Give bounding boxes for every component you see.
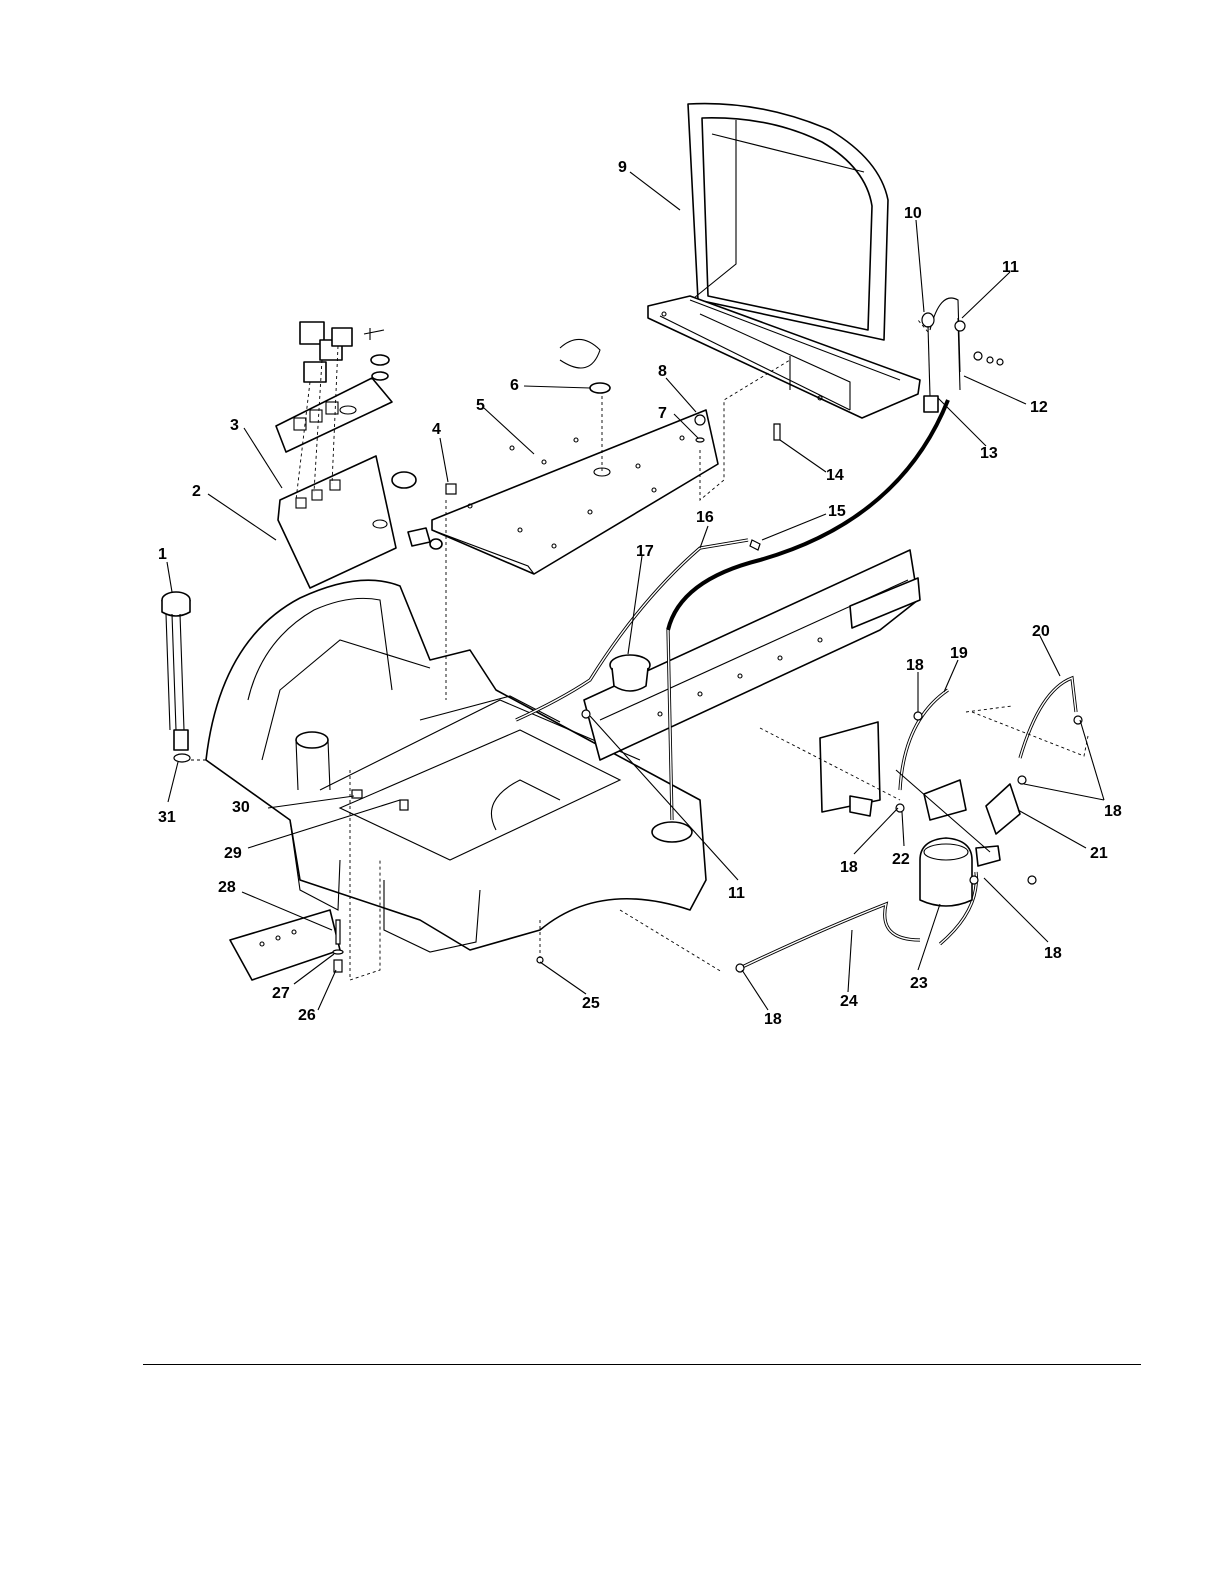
callout-6: 6 [510, 377, 519, 394]
callout-25: 25 [582, 995, 600, 1012]
seat-plate [432, 410, 718, 574]
control-panel [276, 322, 442, 588]
callout-1: 1 [158, 546, 167, 563]
seat-base-body [206, 580, 706, 980]
callout-28: 28 [218, 879, 236, 896]
callout-11-top: 11 [1002, 259, 1019, 276]
callout-18-c: 18 [840, 859, 858, 876]
callout-2: 2 [192, 483, 201, 500]
callout-18-b: 18 [1104, 803, 1122, 820]
callout-3: 3 [230, 417, 239, 434]
callout-30: 30 [232, 799, 250, 816]
callout-10: 10 [904, 205, 922, 222]
callout-11-bottom: 11 [728, 885, 745, 902]
callout-5: 5 [476, 397, 485, 414]
callout-13: 13 [980, 445, 998, 462]
page-footer-rule [143, 1364, 1141, 1365]
callout-20: 20 [1032, 623, 1050, 640]
callout-18-d: 18 [1044, 945, 1062, 962]
seat-frame [648, 104, 920, 418]
callout-31: 31 [158, 809, 176, 826]
callout-16: 16 [696, 509, 714, 526]
callout-4: 4 [432, 421, 441, 438]
fuel-filter-assembly [736, 706, 1088, 972]
callout-29: 29 [224, 845, 242, 862]
seat-switch [922, 313, 1003, 412]
callout-27: 27 [272, 985, 290, 1002]
fuel-cap [610, 655, 650, 691]
fuel-sender [162, 592, 190, 762]
callout-7: 7 [658, 405, 667, 422]
callout-19: 19 [950, 645, 968, 662]
callout-15: 15 [828, 503, 846, 520]
callout-24: 24 [840, 993, 858, 1010]
callout-22: 22 [892, 851, 910, 868]
callout-17: 17 [636, 543, 654, 560]
callout-9: 9 [618, 159, 627, 176]
callout-23: 23 [910, 975, 928, 992]
callout-12: 12 [1030, 399, 1048, 416]
callout-26: 26 [298, 1007, 316, 1024]
callout-8: 8 [658, 363, 667, 380]
callout-21: 21 [1090, 845, 1108, 862]
callout-18-a: 18 [906, 657, 924, 674]
callout-14: 14 [826, 467, 844, 484]
callout-18-e: 18 [764, 1011, 782, 1028]
